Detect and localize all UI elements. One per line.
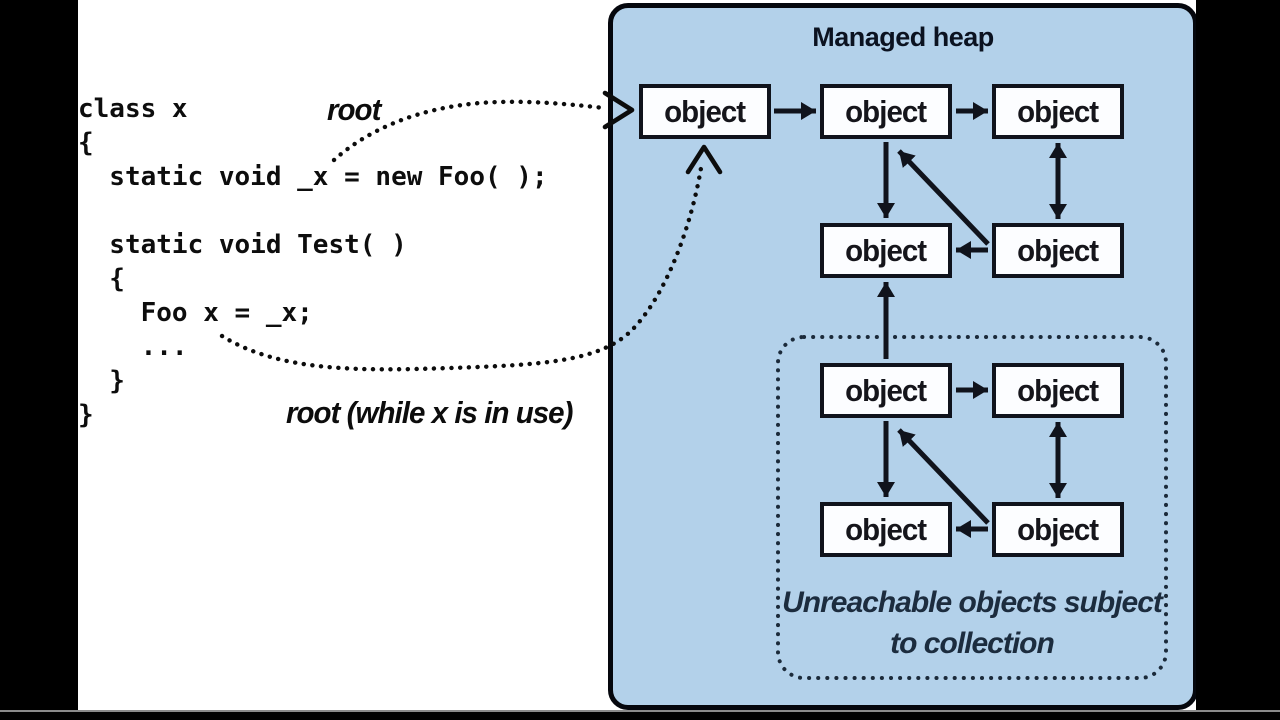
object-label: object [1017,93,1099,129]
code-line: static void _x = new Foo( ); [78,162,548,192]
object-label: object [845,232,927,268]
unreachable-caption: Unreachable objects subject to collectio… [778,582,1166,664]
object-label: object [845,372,927,408]
heap-object-node-2: object [820,84,952,139]
code-line: static void Test( ) [78,230,407,260]
managed-heap-title: Managed heap [812,22,994,52]
letterbox-right-bar [1196,0,1280,720]
letterbox-bottom-bar [0,710,1280,720]
code-line: { [78,128,94,158]
heap-object-node-7: object [992,363,1124,418]
heap-object-node-9: object [992,502,1124,557]
unreachable-caption-line1: Unreachable objects subject [782,586,1163,619]
code-line: } [78,366,125,396]
unreachable-caption-line2: to collection [890,627,1055,660]
heap-object-node-3: object [992,84,1124,139]
code-snippet: class x { static void _x = new Foo( ); s… [78,92,548,432]
heap-object-node-4: object [820,223,952,278]
heap-object-node-6: object [820,363,952,418]
object-label: object [664,93,746,129]
root-while-in-use-label: root (while x is in use) [286,395,573,430]
object-label: object [1017,372,1099,408]
code-line: ... [78,332,188,362]
heap-object-node-8: object [820,502,952,557]
heap-object-node-1: object [639,84,771,139]
heap-object-node-5: object [992,223,1124,278]
object-label: object [845,511,927,547]
code-line: } [78,400,94,430]
code-line: class x [78,94,188,124]
code-line [78,194,548,228]
object-label: object [1017,511,1099,547]
object-label: object [1017,232,1099,268]
object-label: object [845,93,927,129]
code-line: Foo x = _x; [78,298,313,328]
code-line: { [78,264,125,294]
root-label: root [327,92,381,127]
letterbox-left-bar [0,0,78,720]
